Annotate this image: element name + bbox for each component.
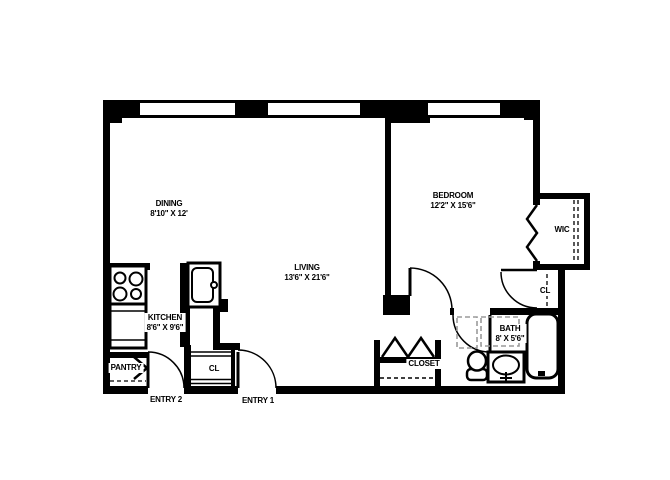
room-label-closet: CLOSET [406,359,442,369]
room-label-kitchen: KITCHEN 8'6" X 9'6" [144,313,186,332]
entry-2-door [146,351,185,389]
bathtub-icon [525,312,560,380]
bifold-door-icon [525,204,539,262]
wic-bifold-doors [525,204,539,262]
bedroom-closet-door [500,268,538,309]
window-icon [428,103,500,115]
room-name: DINING [148,199,190,209]
room-dims: 8'6" X 9'6" [144,322,186,332]
kitchen-sink-icon [186,261,222,309]
room-name: PANTRY [108,363,144,373]
room-label-living: LIVING 13'6" X 21'6" [282,263,332,282]
room-label-bedroom: BEDROOM 12'2" X 15'6" [428,191,478,210]
room-name: ENTRY 2 [148,395,184,405]
room-label-pantry: PANTRY [108,363,144,373]
bath-door [452,314,492,353]
room-label-bedroom-closet: CL [537,286,553,296]
exterior-walls [103,100,565,394]
pantry-door [133,356,149,380]
windows [140,103,500,115]
room-label-entry-1: ENTRY 1 [240,396,276,406]
room-name: BATH [493,324,527,334]
bifold-door-icon [380,335,436,360]
window-icon [140,103,235,115]
wic-walls [533,193,590,270]
room-name: CL [537,286,553,296]
room-label-dining: DINING 8'10" X 12' [148,199,190,218]
room-dims: 8' X 5'6" [493,333,527,343]
bedroom-door [408,267,453,311]
bath-walls [450,270,565,394]
room-name: BEDROOM [428,191,478,201]
bedroom-wall [383,112,410,315]
stove-icon [108,264,148,306]
room-label-bath: BATH 8' X 5'6" [493,324,527,343]
room-label-entry-2: ENTRY 2 [148,395,184,405]
room-dims: 13'6" X 21'6" [282,272,332,282]
room-name: WIC [552,225,572,235]
room-name: KITCHEN [144,313,186,323]
bathroom-sink-icon [486,350,526,384]
entry-closet [184,345,235,390]
entry-1-door [236,349,277,389]
kitchen-counter-icon [108,302,148,350]
room-name: LIVING [282,263,332,273]
room-dims: 12'2" X 15'6" [428,200,478,210]
toilet-icon [465,350,489,382]
window-icon [268,103,360,115]
room-label-wic: WIC [552,225,572,235]
room-label-entry-closet: CL [206,364,222,374]
room-name: ENTRY 1 [240,396,276,406]
room-name: CL [206,364,222,374]
room-dims: 8'10" X 12' [148,208,190,218]
room-name: CLOSET [406,359,442,369]
